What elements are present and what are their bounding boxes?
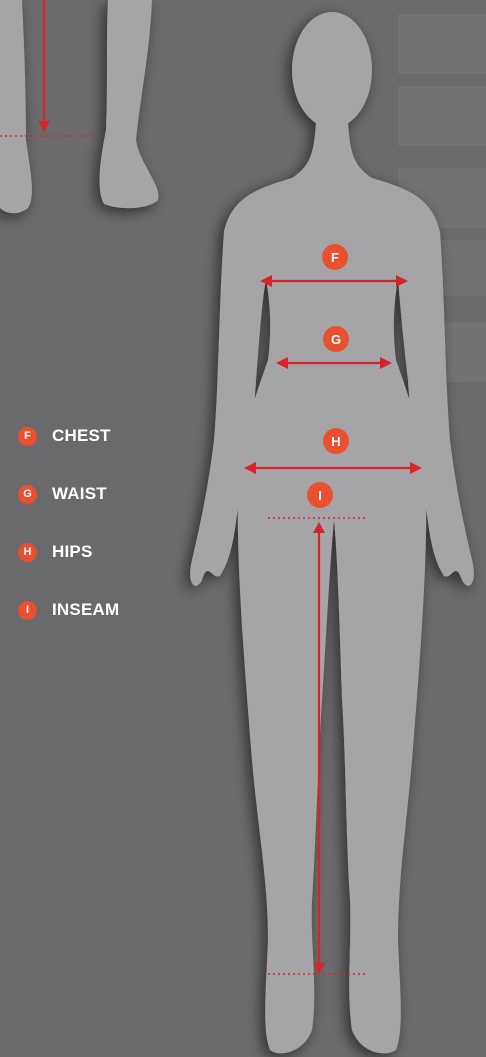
legend-label-inseam: INSEAM bbox=[52, 600, 119, 620]
legend-item-waist: G WAIST bbox=[18, 482, 119, 506]
hips-marker: H bbox=[323, 428, 349, 454]
legend-item-inseam: I INSEAM bbox=[18, 598, 119, 622]
partial-figure-legs bbox=[0, 0, 158, 213]
legend-label-waist: WAIST bbox=[52, 484, 107, 504]
inseam-badge: I bbox=[18, 601, 37, 620]
legend-label-hips: HIPS bbox=[52, 542, 92, 562]
chest-badge: F bbox=[18, 427, 37, 446]
legend-label-chest: CHEST bbox=[52, 426, 111, 446]
waist-marker: G bbox=[323, 326, 349, 352]
waist-badge: G bbox=[18, 485, 37, 504]
legend-item-hips: H HIPS bbox=[18, 540, 119, 564]
measurement-legend: F CHEST G WAIST H HIPS I INSEAM bbox=[18, 424, 119, 656]
hips-badge: H bbox=[18, 543, 37, 562]
chest-marker: F bbox=[322, 244, 348, 270]
legend-item-chest: F CHEST bbox=[18, 424, 119, 448]
inseam-marker: I bbox=[307, 482, 333, 508]
